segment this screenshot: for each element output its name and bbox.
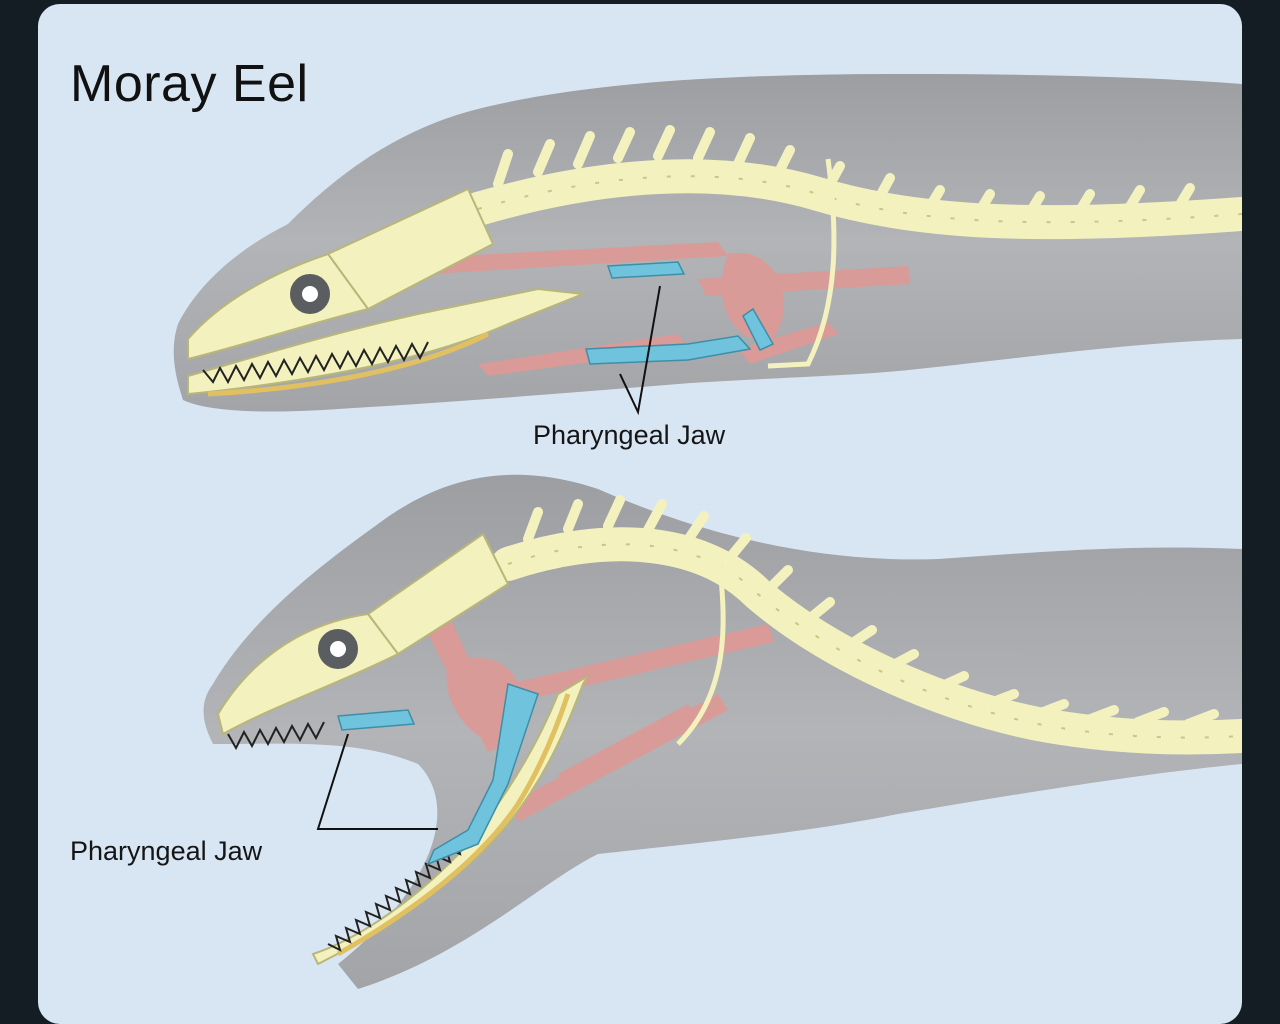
callout-lines-top	[619, 285, 661, 416]
eel-closed-mouth	[173, 74, 1242, 416]
pharyngeal-jaw-top	[585, 261, 775, 365]
diagram-card: Moray Eel Pharyngeal Jaw Pharyngeal Jaw	[38, 4, 1242, 1024]
pharyngeal-jaw-label-bottom: Pharyngeal Jaw	[70, 836, 263, 866]
pharyngeal-jaw-bottom	[337, 683, 539, 866]
spine-bottom	[491, 495, 1242, 755]
muscles-top	[398, 242, 910, 376]
ring-bone-bottom	[676, 553, 726, 746]
skull-top	[187, 187, 584, 397]
diagram-title: Moray Eel	[70, 55, 309, 113]
skull-bottom	[216, 532, 589, 966]
muscles-bottom	[418, 614, 774, 822]
spine-top	[461, 125, 1242, 240]
eel-open-mouth	[203, 474, 1242, 989]
moray-eel-anatomy-diagram	[173, 74, 1242, 989]
pharyngeal-jaw-label-top: Pharyngeal Jaw	[533, 420, 726, 450]
ring-bone-top	[767, 158, 837, 369]
callout-lines-bottom	[316, 733, 438, 830]
